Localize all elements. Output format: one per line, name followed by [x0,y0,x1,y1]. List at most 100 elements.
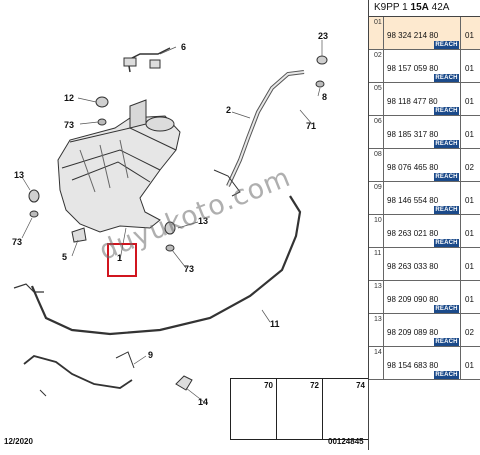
part-quantity: 01 [465,64,474,73]
part-index: 09 [374,184,382,191]
header-suffix: 42A [431,2,450,13]
row-divider [460,116,461,148]
part-index: 02 [374,52,382,59]
legend-box: 70 72 74 [230,378,370,440]
part-number: 98 263 033 80 [387,262,439,271]
row-divider [460,314,461,346]
part-index: 05 [374,85,382,92]
part-number: 98 263 021 80 [387,229,439,238]
callout-13-left: 13 [14,170,25,180]
reach-badge: REACH [434,41,459,49]
reach-badge: REACH [434,140,459,148]
callout-2: 2 [226,105,232,115]
part-number: 98 118 477 80 [387,97,438,106]
fuel-line-11 [30,195,302,336]
reach-badge: REACH [434,338,459,346]
header-bold: 15A [410,2,429,13]
part-number: 98 185 317 80 [387,130,439,139]
row-divider [460,281,461,313]
selected-part-highlight[interactable] [107,243,137,277]
callout-6: 6 [181,42,187,52]
part-number: 98 157 059 80 [387,64,439,73]
reach-badge: REACH [434,173,459,181]
legend-cell-74[interactable]: 74 [323,379,368,439]
part-quantity: 01 [465,31,474,40]
part-quantity: 01 [465,262,474,271]
callout-11: 11 [270,319,280,329]
row-divider [383,182,384,214]
part-quantity: 01 [465,196,474,205]
row-divider [383,314,384,346]
row-divider [383,281,384,313]
part-number: 98 209 090 80 [387,295,439,304]
part-index: 08 [374,151,382,158]
row-divider [383,248,384,280]
part-index: 10 [374,217,382,224]
row-divider [460,347,461,379]
row-divider [460,50,461,82]
bracket-14 [175,375,193,391]
part-index: 13 [374,283,382,290]
row-divider [383,83,384,115]
legend-number: 72 [310,381,319,390]
callout-9: 9 [148,350,154,360]
reach-badge: REACH [434,305,459,313]
row-divider [460,182,461,214]
part-number: 98 209 089 80 [387,328,439,337]
row-divider [383,17,384,49]
row-divider [460,149,461,181]
reach-badge: REACH [434,74,459,82]
callout-73-right: 73 [184,264,195,274]
row-divider [460,83,461,115]
part-number: 98 154 683 80 [387,361,439,370]
callout-23: 23 [318,31,329,41]
part-quantity: 01 [465,97,474,106]
reach-badge: REACH [434,206,459,214]
part-quantity: 01 [465,130,474,139]
row-divider [383,149,384,181]
part-index: 13 [374,316,382,323]
part-index: 14 [374,349,382,356]
header-prefix: K9PP 1 [374,2,408,13]
part-quantity: 01 [465,229,474,238]
legend-cell-70[interactable]: 70 [231,379,277,439]
document-number: 00124845 [328,437,364,446]
callout-71: 71 [306,121,317,131]
part-index: 11 [374,250,382,257]
part-number: 98 146 554 80 [387,196,439,205]
legend-number: 70 [264,381,273,390]
reach-badge: REACH [434,107,459,115]
row-divider [460,215,461,247]
part-index: 01 [374,19,382,26]
part-quantity: 02 [465,163,474,172]
callout-13-right: 13 [198,216,209,226]
reach-badge: REACH [434,239,459,247]
part-quantity: 01 [465,361,474,370]
row-divider [460,17,461,49]
callout-12: 12 [64,93,75,103]
legend-cell-72[interactable]: 72 [277,379,323,439]
callout-73-top: 73 [64,120,75,130]
row-divider [383,347,384,379]
line-9 [23,355,133,389]
row-divider [383,116,384,148]
part-number: 98 076 465 80 [387,163,439,172]
exploded-parts-diagram: 6 23 12 73 2 8 71 13 73 13 5 1 73 11 9 1… [4,31,370,446]
callout-1: 1 [117,253,123,263]
row-divider [460,248,461,280]
part-quantity: 01 [465,295,474,304]
part-index: 06 [374,118,382,125]
part-number: 98 324 214 80 [387,31,439,40]
part-row[interactable]: 11 98 263 033 80 01 [369,248,480,281]
